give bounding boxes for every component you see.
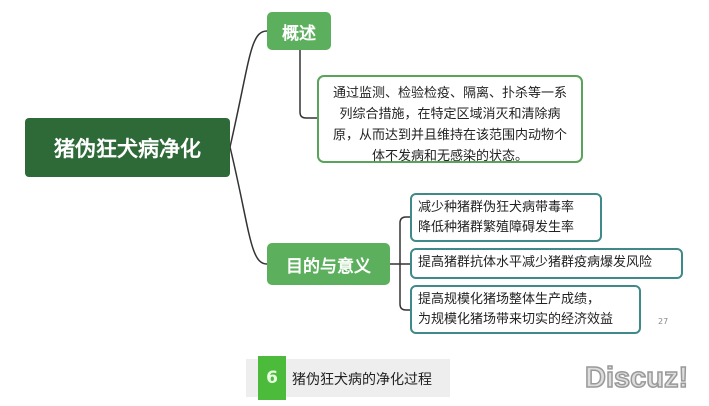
central-node: 猪伪狂犬病净化	[25, 118, 230, 177]
caption-text: 猪伪狂犬病的净化过程	[292, 372, 432, 388]
discuz-watermark: Discuz!	[584, 361, 689, 395]
caption-bar: 6 猪伪狂犬病的净化过程	[246, 356, 450, 400]
overview-text-box: 通过监测、检验检疫、隔离、扑杀等一系列综合措施，在特定区域消灭和清除病原，从而达…	[317, 75, 583, 164]
purpose-topic: 目的与意义	[267, 243, 390, 285]
overview-topic: 概述	[267, 12, 331, 50]
page-number: 27	[658, 317, 669, 326]
purpose-item-3: 提高规模化猪场整体生产成绩， 为规模化猪场带来切实的经济效益	[410, 285, 641, 334]
purpose-item-2: 提高猪群抗体水平减少猪群疫病爆发风险	[410, 248, 683, 279]
caption-number: 6	[258, 356, 286, 400]
purpose-item-1: 减少种猪群伪狂犬病带毒率 降低种猪群繁殖障碍发生率	[410, 193, 602, 242]
